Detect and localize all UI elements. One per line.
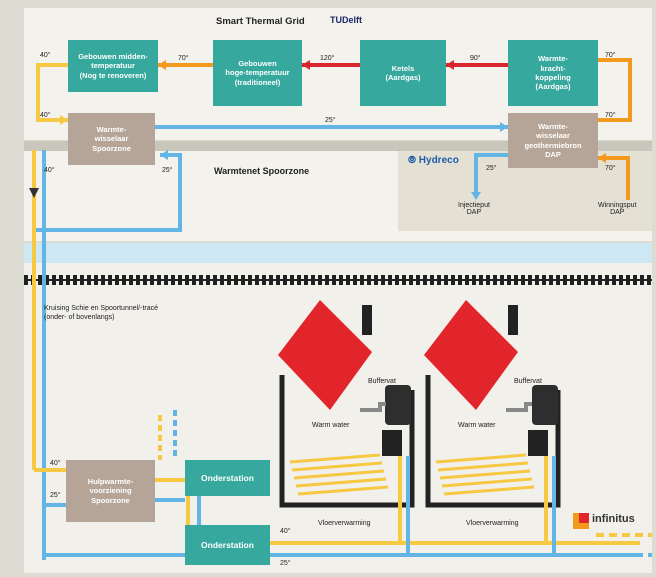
- temp-label: 25°: [50, 492, 61, 499]
- buffervat-label-2: Buffervat: [514, 378, 542, 385]
- temp-label: 25°: [280, 560, 291, 567]
- box-wisselaar-spoorzone: Warmte- wisselaar Spoorzone: [68, 113, 155, 165]
- box-wisselaar-geo: Warmte- wisselaar geothermiebron DAP: [508, 113, 598, 168]
- roof-2: [424, 300, 518, 410]
- box-gebouwen-hoog: Gebouwen hoge-temperatuur (traditioneel): [213, 40, 302, 106]
- temp-label: 40°: [44, 167, 55, 174]
- temp-label: 25°: [162, 167, 173, 174]
- section-warmtenet-label: Warmtenet Spoorzone: [214, 166, 310, 176]
- temp-label: 70°: [605, 112, 616, 119]
- temp-label: 25°: [486, 165, 497, 172]
- roof-1: [278, 300, 372, 410]
- temp-label: 70°: [605, 52, 616, 59]
- buffervat-label-1: Buffervat: [368, 378, 396, 385]
- infinitus-logo: infinitus: [592, 513, 635, 525]
- warm-water-label-1: Warm water: [312, 422, 350, 429]
- tudelft-logo: TUDelft: [330, 15, 362, 25]
- box-gebouwen-midden: Gebouwen midden- temperatuur (Nog te ren…: [68, 40, 158, 92]
- temp-label: 90°: [470, 55, 481, 62]
- injectieput-label: Injectieput DAP: [458, 202, 490, 216]
- temp-label: 25°: [325, 117, 336, 124]
- box-wkk: Warmte- kracht- koppeling (Aardgas): [508, 40, 598, 106]
- box-hulpwarmte: Hulpwarmte- voorziening Spoorzone: [66, 460, 155, 522]
- temp-label: 40°: [40, 112, 51, 119]
- hydreco-logo: ⦾ Hydreco: [408, 155, 459, 166]
- grey-divider-band: [24, 141, 652, 151]
- temp-label: 120°: [320, 55, 335, 62]
- winningsput-label: Winningsput DAP: [598, 202, 637, 216]
- temp-label: 40°: [50, 460, 61, 467]
- box-ketels: Ketels (Aardgas): [360, 40, 446, 106]
- railway-rail: [24, 279, 652, 281]
- temp-label: 70°: [605, 165, 616, 172]
- warm-water-label-2: Warm water: [458, 422, 496, 429]
- vloerverwarming-label-1: Vloerverwarming: [318, 520, 371, 527]
- vloerverwarming-label-2: Vloerverwarming: [466, 520, 519, 527]
- box-onderstation-2: Onderstation: [185, 525, 270, 565]
- temp-label: 40°: [40, 52, 51, 59]
- diagram-title: Smart Thermal Grid: [216, 16, 305, 27]
- water-band: [24, 243, 652, 263]
- hydreco-logo-text: Hydreco: [418, 155, 459, 166]
- box-onderstation-1: Onderstation: [185, 460, 270, 496]
- temp-label: 40°: [280, 528, 291, 535]
- crossing-label: Kruising Schie en Spoortunnel/-tracé (on…: [44, 305, 159, 322]
- temp-label: 70°: [178, 55, 189, 62]
- hydreco-icon: ⦾: [408, 155, 416, 166]
